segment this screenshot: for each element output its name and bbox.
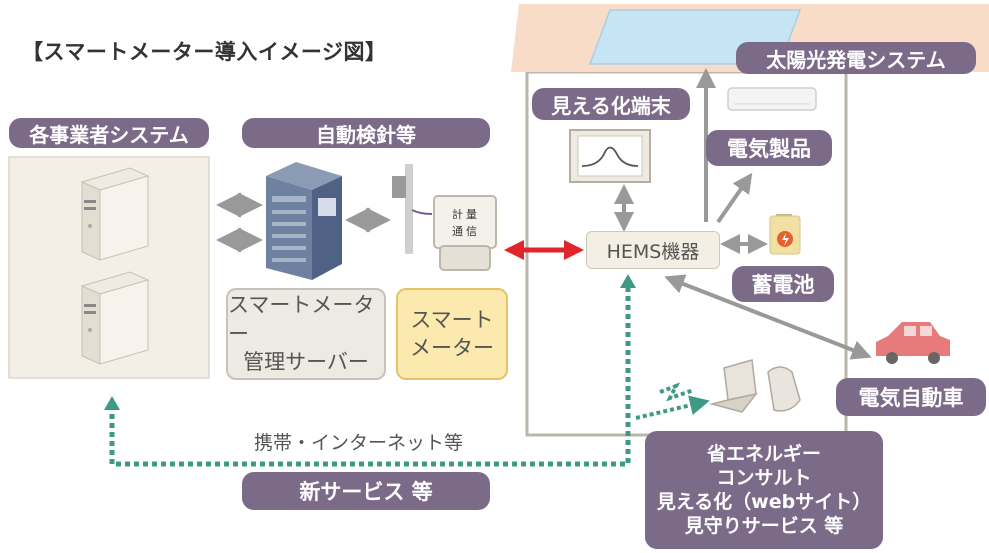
dotted-connections <box>104 274 710 467</box>
meter-pole-icon <box>392 164 433 254</box>
consult-line4: 見守りサービス 等 <box>684 515 844 538</box>
business-server-icon-2 <box>80 271 150 365</box>
smart-meter-server-box: スマートメーター 管理サーバー <box>226 288 386 380</box>
consult-line1: 省エネルギー <box>706 442 821 465</box>
air-conditioner-icon <box>727 87 817 111</box>
diagram-title: 【スマートメーター導入イメージ図】 <box>22 40 387 64</box>
appliances-label: 電気製品 <box>706 130 832 166</box>
business-server-icon <box>80 167 150 261</box>
smart-meter-box: スマート メーター <box>396 288 508 380</box>
meter-text: 計量 通信 <box>446 207 486 240</box>
smart-meter-server-line2: 管理サーバー <box>243 350 369 375</box>
consult-line2: コンサルト <box>716 466 812 489</box>
smart-meter-line2: メーター <box>410 336 494 360</box>
auto-meter-reading-label: 自動検針等 <box>242 118 490 148</box>
business-system-label: 各事業者システム <box>9 118 209 148</box>
laptop-icon <box>709 359 758 413</box>
meter-text-line2: 通信 <box>452 224 480 238</box>
battery-label: 蓄電池 <box>732 266 834 302</box>
new-services-label: 新サービス 等 <box>242 472 490 510</box>
tablet-icon <box>767 366 801 412</box>
mobile-internet-label: 携帯・インターネット等 <box>254 432 464 454</box>
smart-meter-icon <box>433 195 497 271</box>
car-icon <box>876 322 950 364</box>
meter-text-line1: 計量 <box>452 208 480 221</box>
visualization-terminal-icon <box>569 129 651 183</box>
smart-meter-line1: スマート <box>410 307 494 332</box>
solar-system-label: 太陽光発電システム <box>736 42 976 74</box>
ev-label: 電気自動車 <box>836 378 986 416</box>
management-server-icon <box>266 162 342 280</box>
consulting-services-box: 省エネルギー コンサルト 見える化（webサイト） 見守りサービス 等 <box>645 431 883 549</box>
battery-icon <box>769 214 801 255</box>
visualization-terminal-label: 見える化端末 <box>532 88 690 120</box>
consult-line3: 見える化（webサイト） <box>656 491 872 513</box>
smart-meter-server-line1: スマートメーター <box>228 293 375 346</box>
hems-device: HEMS機器 <box>586 231 720 269</box>
